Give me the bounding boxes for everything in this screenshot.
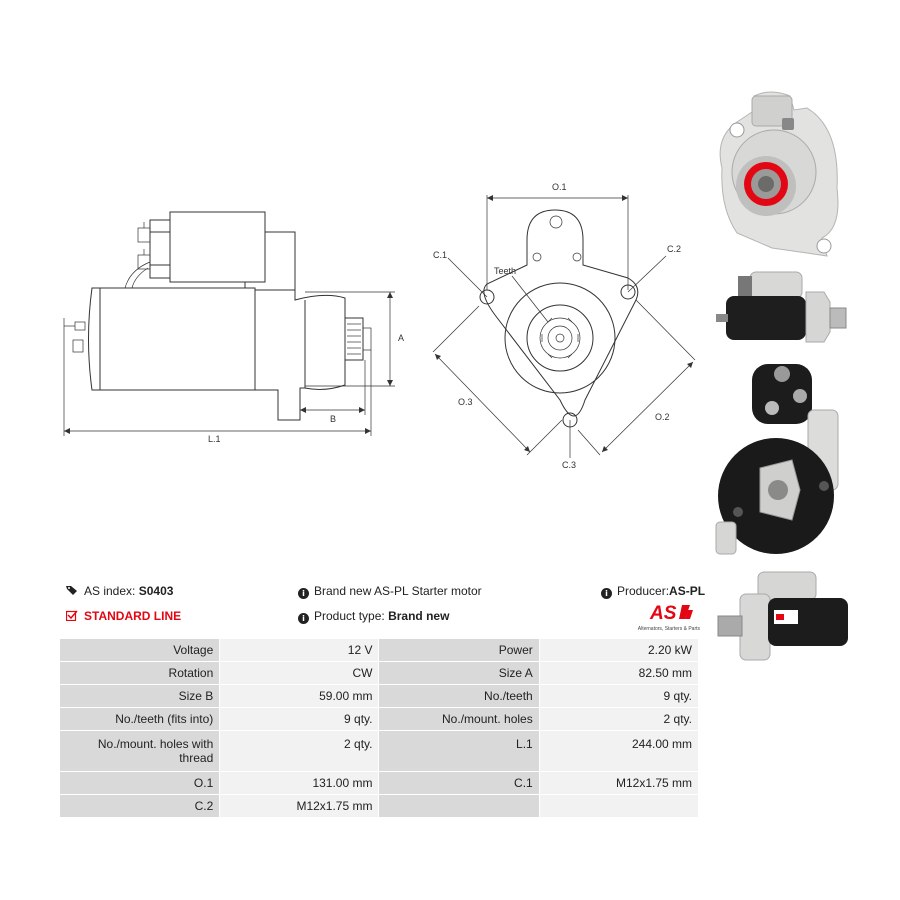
- product-photo-side-2: [717, 571, 848, 661]
- dim-c1-label: C.1: [433, 250, 447, 260]
- as-pl-logo: AS Alternators, Starters & Parts: [636, 602, 700, 632]
- spec-value: CW: [219, 661, 380, 685]
- spec-value: 12 V: [219, 638, 380, 662]
- product-photo-front: [719, 91, 839, 257]
- dim-o1-label: O.1: [552, 182, 567, 192]
- svg-text:AS: AS: [649, 603, 677, 622]
- description-row: i Brand new AS-PL Starter motor: [298, 584, 482, 599]
- logo-tagline: Alternators, Starters & Parts: [637, 626, 700, 632]
- spec-label: Power: [378, 638, 540, 662]
- standard-line-row: STANDARD LINE: [65, 609, 182, 624]
- producer-label: Producer:: [617, 584, 670, 598]
- spec-label: C.1: [378, 771, 540, 795]
- spec-value: 59.00 mm: [219, 684, 380, 708]
- spec-value: 2 qty.: [538, 707, 700, 731]
- tag-icon: [66, 585, 78, 599]
- spec-label: C.2: [58, 794, 221, 818]
- product-type-value: Brand new: [388, 609, 450, 623]
- spec-label: Voltage: [58, 638, 221, 662]
- spec-value: [538, 794, 700, 818]
- front-view-drawing: O.1 Teeth C.1 C.2 C.3 O.3 O.2: [432, 182, 696, 470]
- as-index-row: AS index: S0403: [66, 584, 173, 599]
- spec-value: 9 qty.: [219, 707, 380, 731]
- spec-value: 82.50 mm: [538, 661, 700, 685]
- spec-label: No./mount. holes with thread: [58, 730, 221, 772]
- dim-a-label: A: [398, 333, 404, 343]
- info-icon: i: [601, 588, 612, 599]
- side-view-drawing: A B L.1: [63, 211, 404, 444]
- spec-label: Size A: [378, 661, 540, 685]
- standard-line-label: STANDARD LINE: [84, 609, 182, 623]
- spec-value: 131.00 mm: [219, 771, 380, 795]
- spec-value: 244.00 mm: [538, 730, 700, 772]
- info-icon: i: [298, 588, 309, 599]
- spec-label: No./teeth (fits into): [58, 707, 221, 731]
- checkbox-icon: [65, 610, 78, 624]
- dim-b-label: B: [330, 414, 336, 424]
- description-text: Brand new AS-PL Starter motor: [314, 584, 482, 598]
- spec-label: [378, 794, 540, 818]
- dim-c3-label: C.3: [562, 460, 576, 470]
- spec-value: 2 qty.: [219, 730, 380, 772]
- spec-value: M12x1.75 mm: [538, 771, 700, 795]
- spec-label: Size B: [58, 684, 221, 708]
- product-photo-rear: [715, 364, 839, 555]
- spec-row: No./teeth (fits into)9 qty.No./mount. ho…: [58, 707, 700, 731]
- producer-value: AS-PL: [669, 584, 706, 598]
- spec-label: O.1: [58, 771, 221, 795]
- dim-c2-label: C.2: [667, 244, 681, 254]
- product-type-label: Product type:: [314, 609, 385, 623]
- dim-l1-label: L.1: [208, 434, 221, 444]
- info-icon: i: [298, 613, 309, 624]
- dim-o2-label: O.2: [655, 412, 670, 422]
- spec-label: L.1: [378, 730, 540, 772]
- product-type-row: i Product type: Brand new: [298, 609, 449, 624]
- spec-label: No./teeth: [378, 684, 540, 708]
- as-index-value: S0403: [138, 584, 174, 598]
- spec-value: 2.20 kW: [538, 638, 700, 662]
- as-index-label: AS index:: [84, 584, 136, 598]
- as-logo-icon: AS: [649, 603, 693, 624]
- teeth-label: Teeth: [494, 266, 516, 276]
- producer-row: i Producer:AS-PL: [601, 584, 705, 599]
- spec-value: 9 qty.: [538, 684, 700, 708]
- spec-label: No./mount. holes: [378, 707, 540, 731]
- product-photo-side: [716, 271, 847, 343]
- spec-label: Rotation: [58, 661, 221, 685]
- spec-value: M12x1.75 mm: [219, 794, 380, 818]
- dim-o3-label: O.3: [458, 397, 473, 407]
